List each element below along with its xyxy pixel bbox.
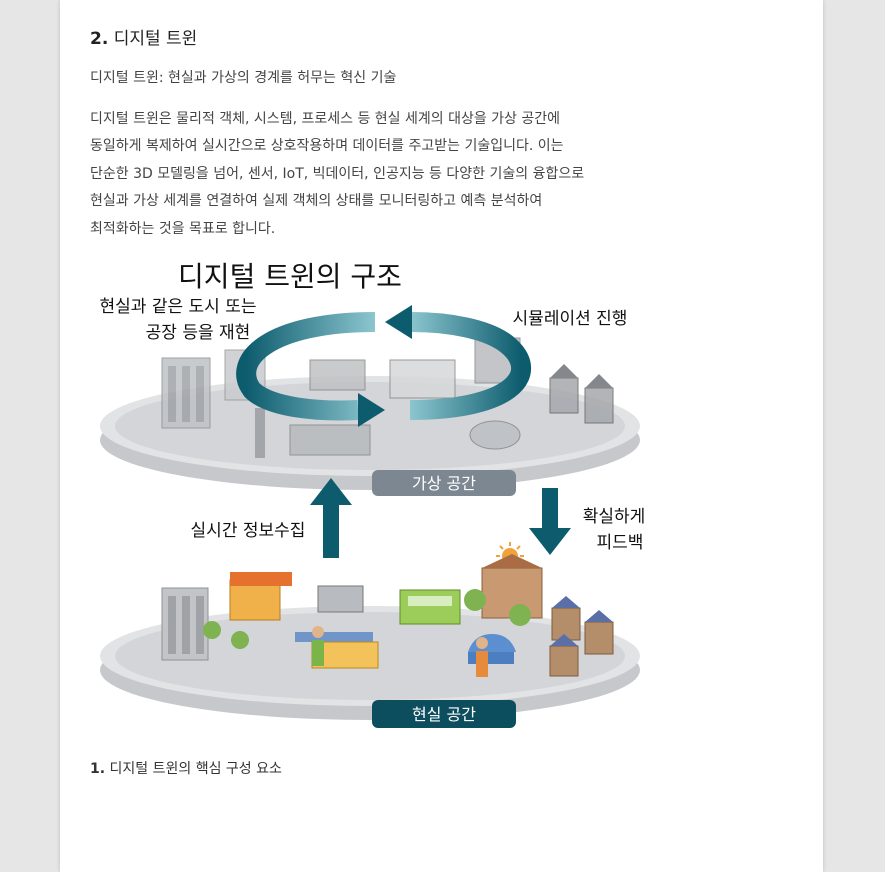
paragraph-line: 최적화하는 것을 목표로 합니다. xyxy=(90,220,276,237)
down-arrow xyxy=(529,488,571,555)
reproduce-label-line2: 공장 등을 재현 xyxy=(146,323,251,343)
section-subtitle: 디지털 트윈: 현실과 가상의 경계를 허무는 혁신 기술 xyxy=(90,70,397,86)
reproduce-label-line1: 현실과 같은 도시 또는 xyxy=(100,297,257,317)
digital-twin-diagram: 디지털 트윈의 구조 xyxy=(90,250,675,735)
paragraph-line: 현실과 가상 세계를 연결하여 실제 객체의 상태를 모니터링하고 예측 분석하… xyxy=(90,193,543,210)
section-title-text: 디지털 트윈 xyxy=(113,29,198,49)
intro-paragraph: 디지털 트윈은 물리적 객체, 시스템, 프로세스 등 현실 세계의 대상을 가… xyxy=(90,106,670,243)
real-space-badge: 현실 공간 xyxy=(372,700,516,728)
virtual-space-label: 가상 공간 xyxy=(412,474,476,493)
up-arrow xyxy=(310,478,352,558)
real-space-label: 현실 공간 xyxy=(412,705,476,724)
list-item-number: 1. xyxy=(90,761,106,777)
realtime-collection-label: 실시간 정보수집 xyxy=(191,521,306,541)
list-item-text: 디지털 트윈의 핵심 구성 요소 xyxy=(109,761,282,777)
paragraph-line: 단순한 3D 모델링을 넘어, 센서, IoT, 빅데이터, 인공지능 등 다양… xyxy=(90,165,585,182)
cycle-arrows xyxy=(236,305,531,427)
virtual-space-badge: 가상 공간 xyxy=(372,470,516,496)
feedback-label-line1: 확실하게 xyxy=(583,507,646,527)
feedback-label-line2: 피드백 xyxy=(597,533,644,553)
diagram-title: 디지털 트윈의 구조 xyxy=(178,260,402,293)
diagram-svg: 디지털 트윈의 구조 xyxy=(100,260,646,728)
section-title: 2. 디지털 트윈 xyxy=(90,24,197,49)
paragraph-line: 디지털 트윈은 물리적 객체, 시스템, 프로세스 등 현실 세계의 대상을 가… xyxy=(90,111,561,127)
virtual-city-illustration xyxy=(161,337,614,458)
paragraph-line: 동일하게 복제하여 실시간으로 상호작용하며 데이터를 주고받는 기술입니다. … xyxy=(90,138,564,155)
numbered-list-item: 1. 디지털 트윈의 핵심 구성 요소 xyxy=(90,758,282,778)
section-number: 2. xyxy=(90,29,109,49)
simulation-label: 시뮬레이션 진행 xyxy=(513,309,628,329)
real-city-illustration xyxy=(161,554,614,677)
